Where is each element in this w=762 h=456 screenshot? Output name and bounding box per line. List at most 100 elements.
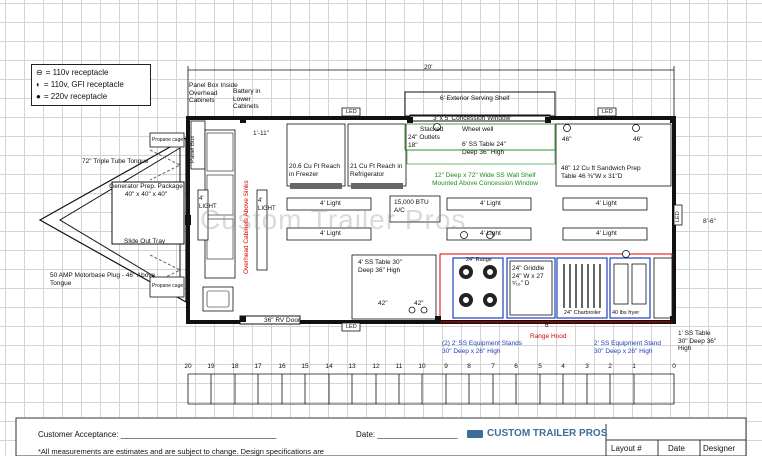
ruler-6: 6	[514, 363, 518, 370]
dim-6: 6"	[545, 322, 551, 329]
light-row-4: 4' Light	[480, 230, 501, 237]
ruler-11: 11	[395, 363, 403, 370]
fryer	[609, 257, 651, 319]
slide-tray-label: Slide Out Tray	[124, 238, 166, 245]
trailer-icon	[467, 429, 483, 438]
range	[452, 257, 504, 319]
ss-table-6-label: 6' SS Table 24" Deep 36" High	[462, 141, 506, 156]
led-1: LED	[346, 109, 357, 115]
ruler-13: 13	[348, 363, 356, 370]
panel-box-label: Panel Box	[190, 135, 196, 163]
ruler-0: 0	[672, 363, 676, 370]
light-row-6: 4' Light	[596, 230, 617, 237]
wall-shelf-label: 12" Deep x 72" Wide SS Wall Shelf Mounte…	[432, 172, 538, 187]
freezer	[286, 123, 346, 187]
ruler-3: 3	[585, 363, 589, 370]
customer-acceptance: Customer Acceptance: ___________________…	[38, 430, 277, 439]
refrigerator	[347, 123, 407, 187]
light-row-1: 4' Light	[320, 200, 341, 207]
ruler-16: 16	[278, 363, 286, 370]
battery-note: Battery in Lower Cabinets	[233, 88, 261, 110]
legend-item-110v: ⊖ = 110v receptacle	[36, 68, 109, 77]
propane-cage-2: Propane cage	[152, 283, 184, 289]
acceptance-date: Date: __________________	[356, 430, 458, 439]
designer-label: Designer	[703, 444, 736, 453]
generator-label: Generator Prep. Package 40" x 40" x 40"	[109, 183, 183, 198]
generator-box	[111, 181, 185, 245]
charbroiler-label: 24" Charbroiler	[564, 310, 601, 316]
legend	[31, 64, 151, 106]
range-label: 24" Range	[466, 257, 492, 263]
freezer-label: 20.6 Cu Ft Reach in Freezer	[289, 163, 340, 178]
outlets-label: 24" Outlets	[408, 134, 440, 141]
ac-label: 15,000 BTU A/C	[394, 199, 429, 214]
offset-dimension: 1'-11"	[253, 130, 270, 137]
griddle-label: 24" Griddle 24" W x 27 ⁵⁄₁₆" D	[512, 265, 545, 287]
propane-cage-1: Propane cage	[152, 137, 184, 143]
ruler-2: 2	[608, 363, 612, 370]
disclaimer: *All measurements are estimates and are …	[38, 447, 324, 456]
ruler-12: 12	[372, 363, 380, 370]
height-42a: 42"	[378, 300, 388, 307]
height-42b: 42"	[414, 300, 424, 307]
ruler-1: 1	[632, 363, 636, 370]
light-a: 4' LIGHT	[199, 196, 217, 210]
led-4: LED	[675, 211, 681, 222]
ss-table-4-label: 4' SS Table 30" Deep 36" High	[358, 259, 402, 274]
length-dimension: 20'	[424, 64, 433, 71]
fryer-label: 40 lbs fryer	[612, 310, 640, 316]
stand-left-label: (2) 2' SS Equipment Stands 30" Deep x 26…	[442, 340, 523, 355]
ruler-8: 8	[467, 363, 471, 370]
dim-46b: 46"	[633, 136, 643, 143]
window-label: 3' x 5' Concession Window	[433, 115, 511, 122]
stand-right-label: 2' SS Equipment Stand 30" Deep x 26" Hig…	[594, 340, 662, 355]
light-b: 4' LIGHT	[258, 198, 276, 212]
rear-sink	[202, 286, 234, 312]
ruler-19: 19	[207, 363, 215, 370]
ruler-17: 17	[254, 363, 262, 370]
outlet-height: 18"	[408, 142, 418, 149]
light-row-2: 4' Light	[320, 230, 341, 237]
rv-door-label: 36" RV Door	[264, 317, 301, 324]
serving-shelf-label: 6' Exterior Serving Shelf	[440, 95, 510, 102]
stacked-label: Stacked	[420, 126, 444, 133]
ruler-4: 4	[561, 363, 565, 370]
ruler-9: 9	[444, 363, 448, 370]
overhead-cabinets-label: Overhead Cabinets Above Sinks	[243, 180, 250, 274]
sandwich-prep-label: 48" 12 Cu ft Sandwich Prep Table 46 ⅜"W …	[561, 165, 641, 180]
layout-number-label: Layout #	[611, 444, 642, 453]
light-row-5: 4' Light	[596, 200, 617, 207]
gfi-outlet-icon: ◐	[36, 80, 41, 89]
brand-logo: CUSTOM TRAILER PROS	[467, 428, 607, 439]
220v-outlet-icon: ●	[36, 92, 41, 101]
width-dimension: 8'-6"	[703, 218, 716, 225]
refrigerator-label: 21 Cu Ft Reach in Refrigerator	[350, 163, 403, 178]
motorbase-plug-label: 50 AMP Motorbase Plug - 46" Above Tongue	[50, 272, 156, 287]
wheel-well-label: Wheel well	[462, 126, 494, 133]
ruler-5: 5	[538, 363, 542, 370]
dim-46a: 46"	[562, 136, 572, 143]
ruler-20: 20	[184, 363, 192, 370]
ruler-10: 10	[418, 363, 426, 370]
outlet-icon: ⊖	[36, 68, 43, 77]
sandwich-prep	[555, 123, 672, 187]
led-3: LED	[346, 324, 357, 330]
range-hood-label: Range Hood	[530, 333, 567, 340]
brand-name: CUSTOM TRAILER PROS	[487, 428, 608, 439]
ruler-7: 7	[491, 363, 495, 370]
watermark: Custom Trailer Pros	[200, 204, 467, 235]
ruler-15: 15	[301, 363, 309, 370]
panel-box-note: Panel Box Inside Overhead Cabinets	[189, 82, 238, 104]
led-2: LED	[602, 109, 613, 115]
ss-table-1-label: 1' SS Table 30" Deep 36" High	[678, 330, 717, 352]
ac-unit	[389, 195, 441, 223]
light-row-3: 4' Light	[480, 200, 501, 207]
ruler-14: 14	[325, 363, 333, 370]
date-column-label: Date	[668, 444, 685, 453]
ruler-18: 18	[231, 363, 239, 370]
serving-shelf	[404, 91, 556, 117]
griddle	[506, 257, 556, 319]
legend-item-gfi: ◐ = 110v, GFI receptacle	[36, 80, 124, 89]
tongue-label: 72" Triple Tube Tongue	[82, 158, 149, 165]
